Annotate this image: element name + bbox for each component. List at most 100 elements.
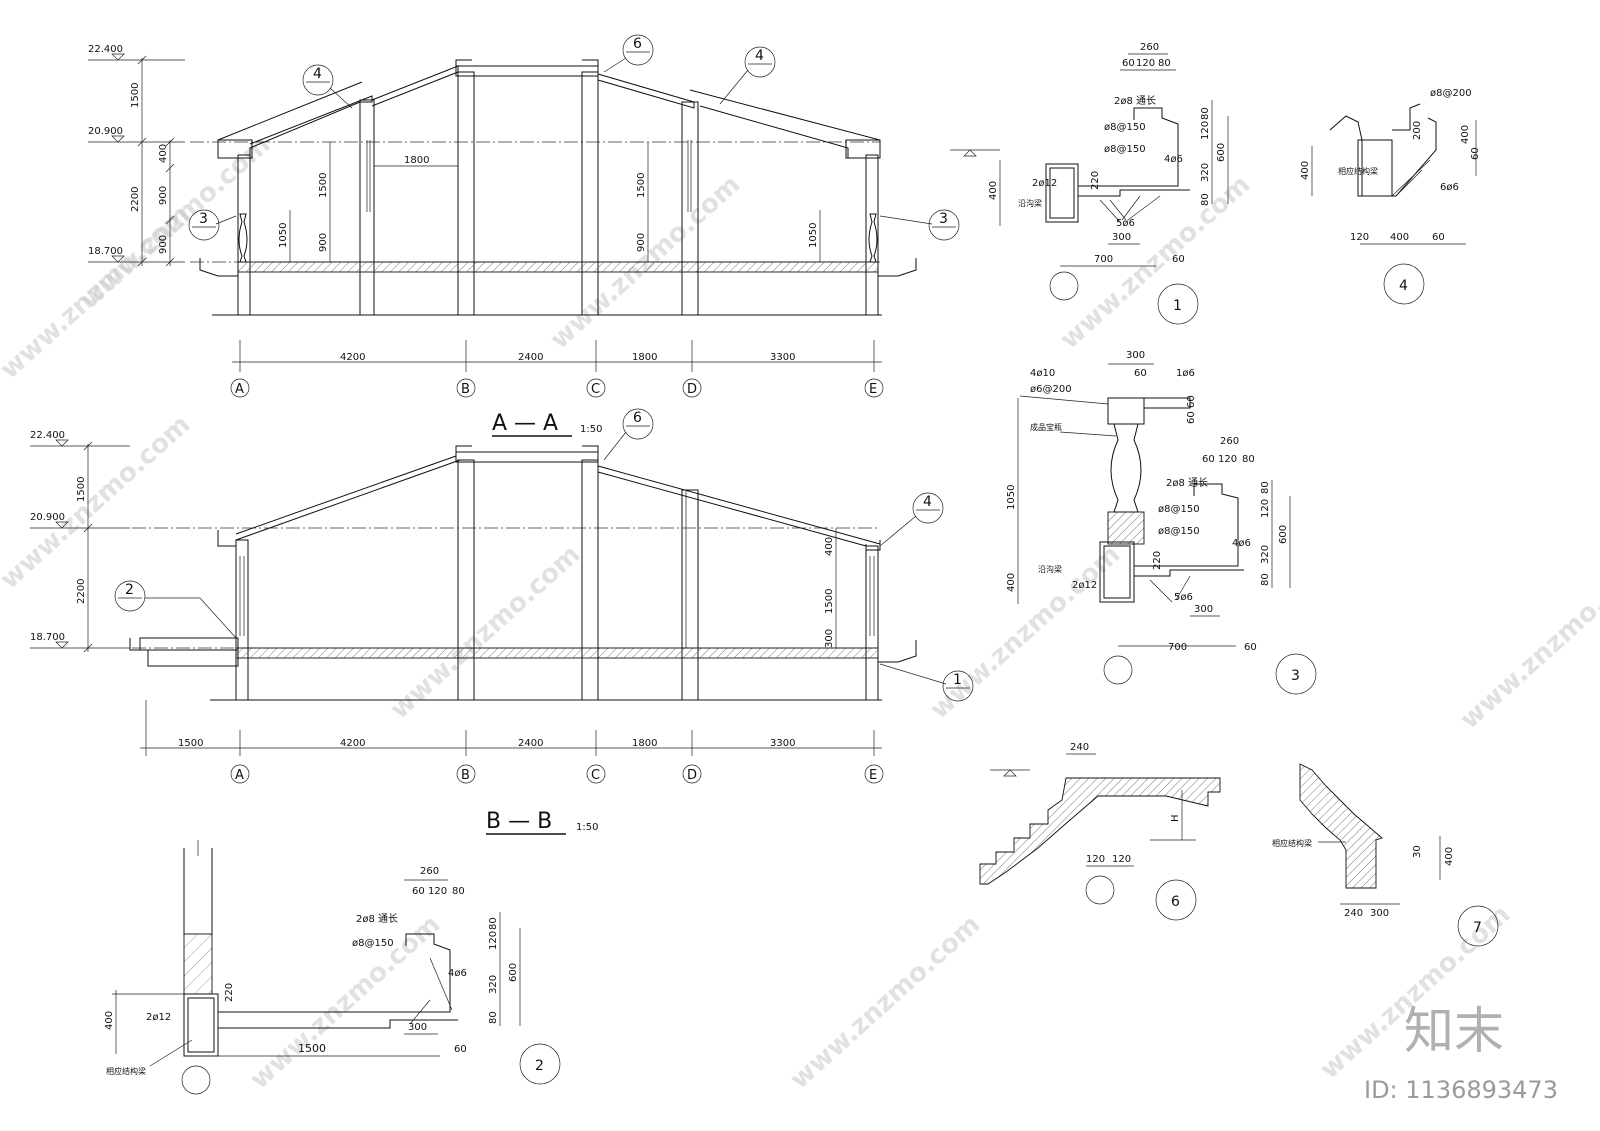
terrace-left xyxy=(129,637,239,667)
svg-text:320: 320 xyxy=(1260,545,1271,564)
svg-text:3300: 3300 xyxy=(770,738,795,749)
svg-text:60: 60 xyxy=(1186,411,1197,424)
detail-2: 400 260 60 120 80 2ø8 通长 ø8@150 4ø6 2ø12… xyxy=(104,840,561,1095)
svg-text:1500: 1500 xyxy=(824,589,835,614)
svg-text:300: 300 xyxy=(824,629,835,648)
watermark-text: www.znzmo.com xyxy=(385,539,587,725)
elevation-marks-aa: 22.400 20.900 18.700 1500 2200 400 900 9… xyxy=(88,44,185,267)
svg-text:220: 220 xyxy=(1152,551,1163,570)
svg-text:6: 6 xyxy=(1171,894,1180,910)
svg-text:2200: 2200 xyxy=(76,579,87,604)
svg-text:2200: 2200 xyxy=(130,187,141,212)
svg-text:400: 400 xyxy=(1460,125,1471,144)
svg-text:240: 240 xyxy=(1344,908,1363,919)
watermark-text: www.znzmo.com xyxy=(925,539,1127,725)
svg-text:700: 700 xyxy=(1094,254,1113,265)
svg-text:3: 3 xyxy=(939,211,948,227)
section-aa: 22.400 20.900 18.700 1500 2200 400 900 9… xyxy=(88,34,960,437)
elevation-label: 18.700 xyxy=(88,246,123,257)
svg-text:D: D xyxy=(687,382,697,397)
watermark-text: www.znzmo.com xyxy=(75,129,277,315)
svg-text:ø8@150: ø8@150 xyxy=(1104,122,1146,133)
svg-text:120: 120 xyxy=(1350,232,1369,243)
svg-text:600: 600 xyxy=(1216,143,1227,162)
svg-text:C: C xyxy=(591,768,600,783)
svg-text:400: 400 xyxy=(1390,232,1409,243)
svg-text:220: 220 xyxy=(224,983,235,1002)
svg-text:2400: 2400 xyxy=(518,352,543,363)
watermark-text: www.znzmo.com xyxy=(785,909,987,1095)
svg-text:4ø6: 4ø6 xyxy=(1232,538,1251,549)
section-title: A — A xyxy=(492,411,558,436)
svg-text:B: B xyxy=(461,768,470,783)
svg-text:400: 400 xyxy=(1300,161,1311,180)
svg-text:80: 80 xyxy=(1200,107,1211,120)
svg-text:ø6@200: ø6@200 xyxy=(1030,384,1072,395)
detail-number-6 xyxy=(1155,879,1197,921)
svg-text:6ø6: 6ø6 xyxy=(1440,182,1459,193)
section-title: B — B xyxy=(486,809,552,834)
detail-1: 260 60 120 80 2ø8 通长 ø8@150 ø8@150 4ø6 2… xyxy=(950,42,1229,325)
svg-text:1500: 1500 xyxy=(178,738,203,749)
svg-text:60: 60 xyxy=(454,1044,467,1055)
section-scale: 1:50 xyxy=(576,822,598,833)
svg-text:3: 3 xyxy=(1291,668,1300,684)
svg-text:260: 260 xyxy=(1140,42,1159,53)
svg-text:2: 2 xyxy=(125,582,134,598)
svg-text:60: 60 xyxy=(1186,395,1197,408)
svg-text:2ø8 通长: 2ø8 通长 xyxy=(1114,95,1156,107)
svg-text:300: 300 xyxy=(1194,604,1213,615)
detail-number-4 xyxy=(1383,263,1425,305)
svg-text:3300: 3300 xyxy=(770,352,795,363)
svg-text:120: 120 xyxy=(1112,854,1131,865)
svg-text:ø8@150: ø8@150 xyxy=(352,938,394,949)
svg-text:7: 7 xyxy=(1473,920,1482,936)
svg-text:A: A xyxy=(235,768,244,783)
svg-text:60: 60 xyxy=(1244,642,1257,653)
columns-bb xyxy=(235,459,879,701)
image-id: ID: 1136893473 xyxy=(1364,1076,1558,1104)
svg-text:60: 60 xyxy=(412,886,425,897)
svg-text:80: 80 xyxy=(1200,193,1211,206)
svg-text:80: 80 xyxy=(1158,58,1171,69)
svg-text:900: 900 xyxy=(318,233,329,252)
svg-text:220: 220 xyxy=(1090,171,1101,190)
svg-text:60: 60 xyxy=(1122,58,1135,69)
svg-text:E: E xyxy=(869,382,877,397)
svg-text:ø8@200: ø8@200 xyxy=(1430,88,1472,99)
svg-text:6: 6 xyxy=(633,410,642,426)
svg-text:ø8@150: ø8@150 xyxy=(1158,504,1200,515)
svg-text:2400: 2400 xyxy=(518,738,543,749)
svg-text:1ø6: 1ø6 xyxy=(1176,368,1195,379)
svg-text:4200: 4200 xyxy=(340,738,365,749)
svg-text:4: 4 xyxy=(1399,278,1408,294)
svg-text:700: 700 xyxy=(1168,642,1187,653)
svg-text:1500: 1500 xyxy=(130,83,141,108)
svg-text:400: 400 xyxy=(988,181,999,200)
svg-text:400: 400 xyxy=(1444,847,1455,866)
svg-text:900: 900 xyxy=(158,235,169,254)
roof-aa xyxy=(217,59,881,159)
svg-text:C: C xyxy=(591,382,600,397)
svg-text:1: 1 xyxy=(1173,298,1182,314)
detail-callouts-bb: 6 4 2 1 xyxy=(114,408,974,702)
watermark-text: www.znzmo.com xyxy=(1055,169,1257,355)
floor-slab xyxy=(237,261,879,273)
elevation-label: 20.900 xyxy=(88,126,123,137)
svg-text:D: D xyxy=(687,768,697,783)
axis-bubbles-aa: A B C D E xyxy=(230,378,884,398)
svg-text:120: 120 xyxy=(488,931,499,950)
svg-text:1800: 1800 xyxy=(404,155,429,166)
span-dims-aa: 4200 2400 1800 3300 xyxy=(232,340,882,372)
svg-text:80: 80 xyxy=(1260,481,1271,494)
svg-text:22.400: 22.400 xyxy=(30,430,65,441)
elevation-label: 22.400 xyxy=(88,44,123,55)
baluster-left xyxy=(238,213,248,263)
svg-text:18.700: 18.700 xyxy=(30,632,65,643)
svg-text:相应结构梁: 相应结构梁 xyxy=(106,1066,146,1076)
svg-text:30: 30 xyxy=(1412,845,1423,858)
svg-text:600: 600 xyxy=(508,963,519,982)
svg-text:80: 80 xyxy=(488,1011,499,1024)
svg-text:4: 4 xyxy=(755,48,764,64)
